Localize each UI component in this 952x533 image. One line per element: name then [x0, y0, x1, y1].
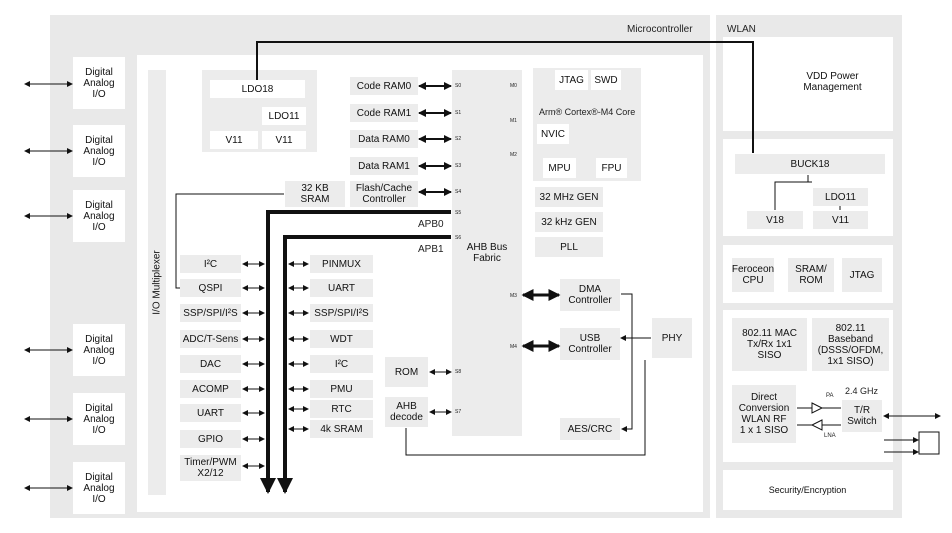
- sram-rom: SRAM/ ROM: [788, 258, 834, 292]
- port-m1: M1: [510, 118, 517, 124]
- ldo18-box: LDO18: [210, 80, 305, 98]
- apb1-pmu: PMU: [310, 380, 373, 398]
- io-multiplexer: [148, 70, 166, 495]
- data-ram0: Data RAM0: [350, 130, 418, 148]
- sram-32kb: 32 KB SRAM: [285, 181, 345, 207]
- digital-analog-io-1: Digital Analog I/O: [73, 57, 125, 109]
- digital-analog-io-3: Digital Analog I/O: [73, 190, 125, 242]
- flash-cache-controller: Flash/Cache Controller: [350, 181, 418, 207]
- port-s3: S3: [455, 163, 462, 169]
- mpu-box: MPU: [543, 158, 576, 178]
- wlan-ldo11-box: LDO11: [813, 188, 868, 206]
- apb1-uart: UART: [310, 279, 373, 297]
- v18-box: V18: [747, 211, 803, 229]
- v11-box-a: V11: [210, 131, 258, 149]
- fpu-box: FPU: [596, 158, 627, 178]
- apb1-rtc: RTC: [310, 400, 373, 418]
- code-ram1: Code RAM1: [350, 104, 418, 122]
- port-s7: S7: [455, 409, 462, 415]
- apb1-4k-sram: 4k SRAM: [310, 420, 373, 438]
- connector-icon: [918, 431, 940, 455]
- apb0-timer-pwm: Timer/PWM X2/12: [180, 455, 241, 481]
- apb1-wdt: WDT: [310, 330, 373, 348]
- digital-analog-io-5: Digital Analog I/O: [73, 393, 125, 445]
- port-m4: M4: [510, 344, 517, 350]
- digital-analog-io-4: Digital Analog I/O: [73, 324, 125, 376]
- pll: PLL: [535, 237, 603, 257]
- port-s1: S1: [455, 110, 462, 116]
- security-encryption: Security/Encryption: [730, 478, 885, 502]
- digital-analog-io-6: Digital Analog I/O: [73, 462, 125, 514]
- apb0-ssp: SSP/SPI/I²S: [180, 304, 241, 322]
- code-ram0: Code RAM0: [350, 77, 418, 95]
- gen-32khz: 32 kHz GEN: [535, 212, 603, 232]
- usb-controller: USB Controller: [560, 328, 620, 360]
- apb1-i2c: I²C: [310, 355, 373, 373]
- port-s6: S6: [455, 235, 462, 241]
- vdd-power-management: VDD Power Management: [780, 60, 885, 104]
- port-m3: M3: [510, 293, 517, 299]
- wlan-title: WLAN: [727, 24, 756, 35]
- ldo11-box: LDO11: [262, 107, 306, 125]
- ghz-label: 2.4 GHz: [845, 386, 879, 396]
- pa-label: PA: [826, 393, 834, 399]
- apb0-adc: ADC/T-Sens: [180, 330, 241, 348]
- apb0-uart: UART: [180, 404, 241, 422]
- apb0-label: APB0: [418, 219, 444, 230]
- buck18-box: BUCK18: [735, 154, 885, 174]
- phy-box: PHY: [652, 318, 692, 358]
- port-s2: S2: [455, 136, 462, 142]
- microcontroller-title: Microcontroller: [627, 24, 693, 35]
- apb1-label: APB1: [418, 244, 444, 255]
- rom-box: ROM: [385, 357, 428, 387]
- aes-crc: AES/CRC: [560, 418, 620, 440]
- digital-analog-io-2: Digital Analog I/O: [73, 125, 125, 177]
- ahb-decode-box: AHB decode: [385, 397, 428, 427]
- apb1-ssp: SSP/SPI/I²S: [310, 304, 373, 322]
- cortex-core-label: Arm® Cortex®-M4 Core: [539, 107, 636, 117]
- jtag-box: JTAG: [555, 70, 588, 90]
- swd-box: SWD: [591, 70, 621, 90]
- port-s4: S4: [455, 189, 462, 195]
- apb0-dac: DAC: [180, 355, 241, 373]
- v11-box-b: V11: [262, 131, 306, 149]
- data-ram1: Data RAM1: [350, 157, 418, 175]
- wlan-v11-box: V11: [813, 211, 868, 229]
- port-s8: S8: [455, 369, 462, 375]
- dma-controller: DMA Controller: [560, 279, 620, 311]
- port-m0: M0: [510, 83, 517, 89]
- feroceon-cpu: Feroceon CPU: [732, 258, 774, 292]
- gen-32mhz: 32 MHz GEN: [535, 187, 603, 207]
- port-s5: S5: [455, 210, 462, 216]
- apb0-acomp: ACOMP: [180, 380, 241, 398]
- lna-label: LNA: [824, 433, 836, 439]
- apb1-pinmux: PINMUX: [310, 255, 373, 273]
- mac-box: 802.11 MAC Tx/Rx 1x1 SISO: [732, 318, 807, 371]
- ahb-bus-fabric: AHB Bus Fabric: [452, 70, 522, 436]
- nvic-box: NVIC: [537, 124, 569, 144]
- baseband-box: 802.11 Baseband (DSSS/OFDM, 1x1 SISO): [812, 318, 889, 371]
- io-multiplexer-label: I/O Multiplexer: [151, 250, 163, 315]
- apb0-gpio: GPIO: [180, 430, 241, 448]
- wlan-jtag: JTAG: [842, 258, 882, 292]
- port-s0: S0: [455, 83, 462, 89]
- tr-switch: T/R Switch: [842, 400, 882, 432]
- apb0-i2c: I²C: [180, 255, 241, 273]
- port-m2: M2: [510, 152, 517, 158]
- wlan-rf-box: Direct Conversion WLAN RF 1 x 1 SISO: [732, 385, 796, 443]
- apb0-qspi: QSPI: [180, 279, 241, 297]
